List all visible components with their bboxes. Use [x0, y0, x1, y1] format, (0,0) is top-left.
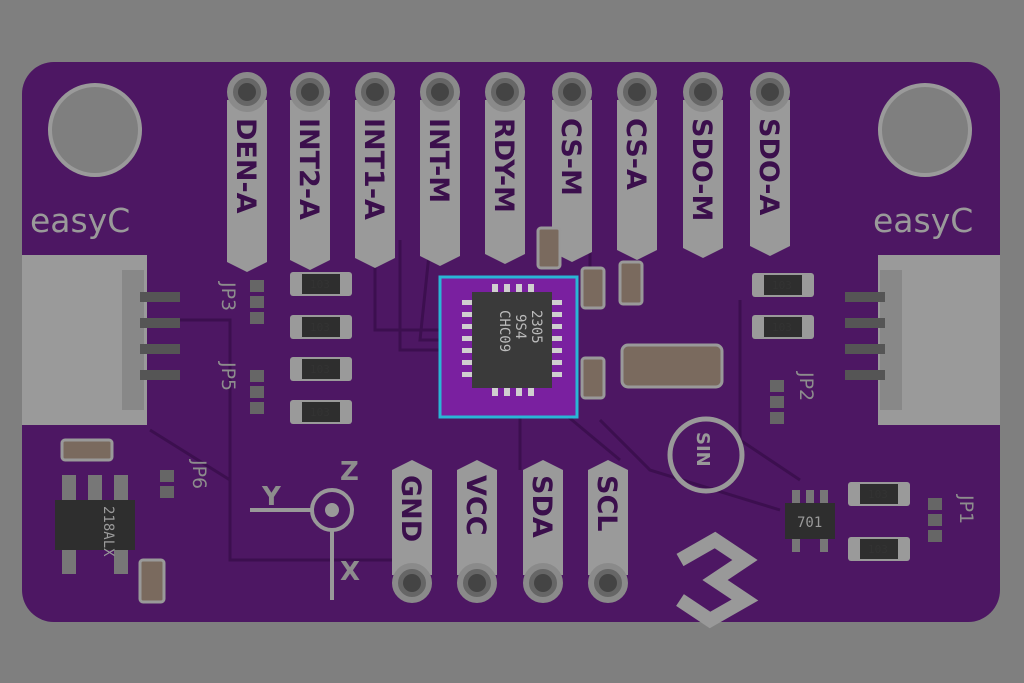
- top-pin-label: INT2-A: [293, 118, 324, 220]
- sensor-chip[interactable]: 2305 9S4 CHC09: [462, 284, 562, 396]
- bottom-pin-vcc[interactable]: VCC: [457, 460, 497, 603]
- top-pin-label: CS-M: [555, 118, 586, 196]
- axis-y-label: Y: [261, 482, 282, 512]
- jp6-label: JP6: [188, 459, 210, 489]
- bottom-pin-label: SCL: [591, 475, 622, 531]
- jp3-label: JP3: [217, 281, 239, 311]
- axis-z-label: Z: [340, 457, 359, 487]
- resistor-code: 103: [310, 406, 330, 419]
- top-pin-label: CS-A: [620, 118, 651, 190]
- jp2-label: JP2: [795, 371, 817, 401]
- brand-logo-icon: [676, 531, 759, 629]
- top-pin-label: DEN-A: [230, 118, 261, 214]
- svg-text:SIN: SIN: [692, 432, 713, 467]
- top-pin-label: INT-M: [423, 118, 454, 203]
- resistor: 103: [848, 537, 910, 561]
- resistor-code: 103: [868, 488, 888, 501]
- sin-logo: SIN: [667, 416, 745, 494]
- voltage-regulator: 218ALX: [55, 475, 135, 574]
- resistor: 103: [752, 273, 814, 297]
- jp5-label: JP5: [217, 361, 239, 391]
- resistor-code: 103: [772, 321, 792, 334]
- jumper-pads: [160, 280, 942, 542]
- top-pin-label: SDO-M: [686, 118, 717, 221]
- top-pin-den-a[interactable]: DEN-A: [227, 72, 267, 272]
- resistor-code: 103: [868, 543, 888, 556]
- bottom-pin-scl[interactable]: SCL: [588, 460, 628, 603]
- chip-marking-1: 2305: [528, 310, 544, 344]
- top-pin-sdo-m[interactable]: SDO-M: [683, 72, 723, 258]
- transistor: 701: [785, 490, 835, 552]
- resistor-code: 103: [310, 363, 330, 376]
- mounting-hole-right: [878, 83, 972, 177]
- resistor: 103: [290, 272, 352, 296]
- bottom-pin-label: SDA: [526, 475, 557, 538]
- easyc-connector-right[interactable]: [845, 255, 1000, 425]
- transistor-marking: 701: [797, 515, 822, 531]
- resistor: 103: [848, 482, 910, 506]
- top-pin-label: SDO-A: [753, 118, 784, 216]
- highlight-box: [438, 275, 579, 419]
- top-pin-int2-a[interactable]: INT2-A: [290, 72, 330, 270]
- axis-x-label: X: [340, 557, 360, 587]
- regulator-marking: 218ALX: [100, 506, 116, 557]
- easyc-label-right: easyC: [873, 201, 973, 240]
- resistor: 103: [290, 400, 352, 424]
- axis-indicator: [250, 488, 354, 600]
- top-pin-int-m[interactable]: INT-M: [420, 72, 460, 266]
- top-pin-cs-a[interactable]: CS-A: [617, 72, 657, 260]
- easyc-connector-left[interactable]: [22, 255, 180, 425]
- top-pin-sdo-a[interactable]: SDO-A: [750, 72, 790, 256]
- top-pin-label: RDY-M: [488, 118, 519, 213]
- resistor: 103: [752, 315, 814, 339]
- bottom-pin-label: GND: [395, 475, 426, 542]
- resistor: 103: [290, 357, 352, 381]
- chip-marking-2: 9S4: [512, 314, 528, 339]
- easyc-label-left: easyC: [30, 201, 130, 240]
- resistor-code: 103: [310, 321, 330, 334]
- resistor-code: 103: [772, 279, 792, 292]
- top-pin-cs-m[interactable]: CS-M: [552, 72, 592, 262]
- mounting-hole-left: [48, 83, 142, 177]
- top-pin-label: INT1-A: [358, 118, 389, 220]
- bottom-pin-label: VCC: [460, 475, 491, 536]
- jp1-label: JP1: [955, 494, 977, 524]
- resistor: 103: [290, 315, 352, 339]
- top-pin-int1-a[interactable]: INT1-A: [355, 72, 395, 268]
- bottom-pin-gnd[interactable]: GND: [392, 460, 432, 603]
- capacitors: [60, 226, 724, 604]
- resistor-code: 103: [310, 278, 330, 291]
- top-pin-rdy-m[interactable]: RDY-M: [485, 72, 525, 264]
- chip-marking-3: CHC09: [496, 310, 512, 352]
- bottom-pin-sda[interactable]: SDA: [523, 460, 563, 603]
